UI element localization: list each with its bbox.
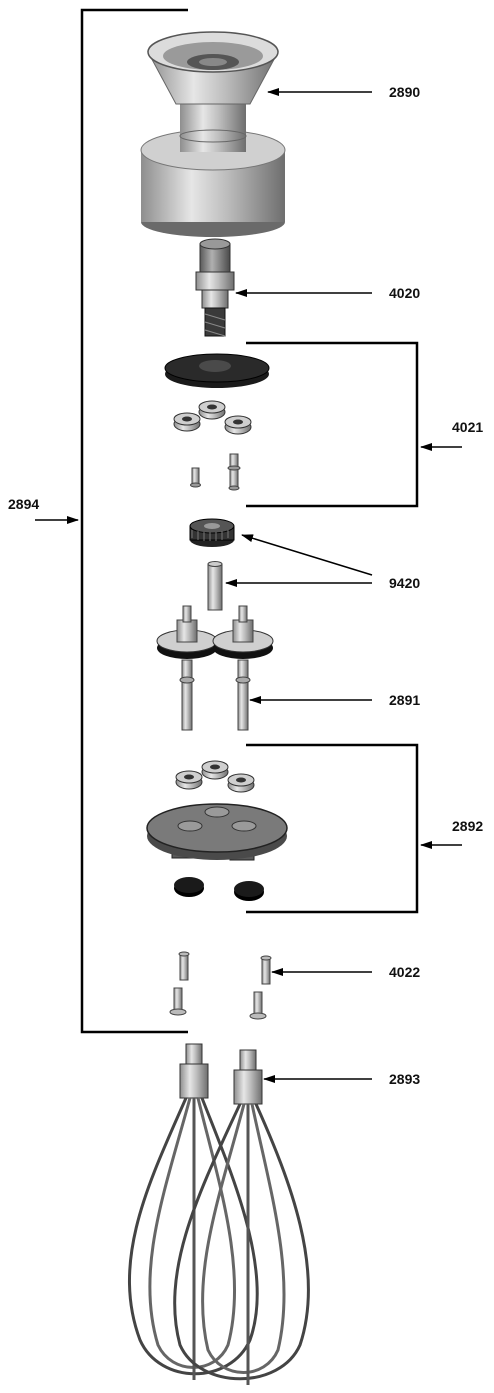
- nut: [198, 400, 226, 420]
- part-2891-gear-shaft-left: [156, 605, 218, 731]
- pin: [227, 453, 241, 491]
- nut: [224, 415, 252, 435]
- bracket-4021: [246, 341, 462, 508]
- base-plate: [146, 803, 288, 861]
- part-2891-gear-shaft-right: [212, 605, 274, 731]
- label-4021: 4021: [452, 419, 483, 435]
- label-9420: 9420: [389, 575, 420, 591]
- nut: [173, 412, 201, 432]
- part-4020-coupler: [195, 238, 235, 337]
- label-2892: 2892: [452, 818, 483, 834]
- nut: [175, 770, 203, 790]
- screw: [249, 991, 267, 1020]
- screw: [169, 987, 187, 1016]
- pin: [190, 467, 201, 488]
- label-2890: 2890: [389, 84, 420, 100]
- bracket-2892: [246, 743, 462, 914]
- screw: [260, 955, 272, 985]
- label-4020: 4020: [389, 285, 420, 301]
- whisk-right: [173, 1049, 310, 1385]
- screw: [178, 951, 190, 981]
- nut: [201, 760, 229, 780]
- rubber-foot: [174, 877, 204, 897]
- assembly-2894-bracket: [35, 8, 188, 1034]
- whisk-left: [127, 1043, 259, 1380]
- part-9420-shaft: [207, 561, 223, 611]
- label-4022: 4022: [389, 964, 420, 980]
- label-2891: 2891: [389, 692, 420, 708]
- rubber-foot: [234, 881, 264, 901]
- label-2893: 2893: [389, 1071, 420, 1087]
- nut: [227, 773, 255, 793]
- part-9420-gear: [189, 518, 235, 547]
- leader-arrows: [225, 88, 373, 1083]
- part-2893-whisks: [127, 1043, 310, 1385]
- label-2894: 2894: [8, 496, 39, 512]
- part-2892-base-set: [146, 760, 288, 901]
- part-4022-screws: [169, 951, 272, 1020]
- part-2890-housing: [140, 31, 286, 237]
- part-4021-gear-plate-set: [164, 353, 270, 491]
